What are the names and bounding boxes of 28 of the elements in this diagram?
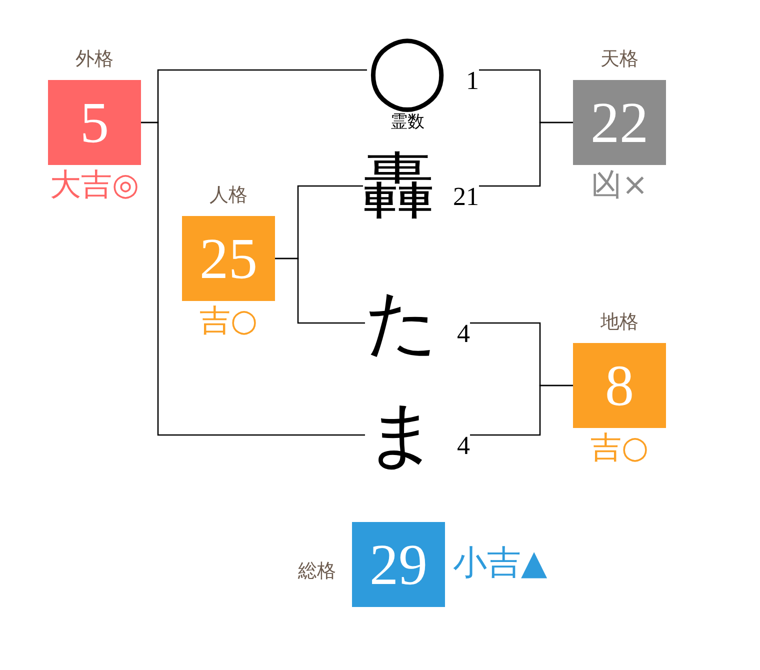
stroke-count: 21	[453, 183, 479, 211]
score-box: 25	[182, 216, 275, 301]
name-character: 轟	[363, 145, 435, 228]
name-character: た	[365, 282, 439, 365]
stroke-count: 4	[457, 432, 470, 460]
fortune-rating: 凶×	[591, 166, 648, 205]
category-label: 天格	[600, 47, 638, 72]
stroke-count: 1	[466, 67, 479, 95]
connector-line	[275, 258, 365, 324]
score-box: 22	[573, 80, 666, 165]
score-box: 8	[573, 343, 666, 428]
category-label: 総格	[298, 558, 336, 584]
fortune-rating: 吉○	[199, 302, 258, 341]
score-box: 29	[352, 522, 445, 607]
category-label: 外格	[76, 47, 114, 72]
name-character: ◯	[367, 29, 448, 113]
caption-label: 霊数	[390, 112, 424, 133]
fortune-rating: 小吉▲	[453, 542, 548, 582]
category-label: 地格	[600, 310, 638, 335]
category-label: 人格	[210, 183, 248, 208]
name-character: ま	[365, 394, 439, 477]
fortune-rating: 吉○	[590, 429, 649, 468]
connector-line	[141, 122, 365, 436]
fortune-rating: 大吉◎	[50, 166, 140, 205]
stroke-count: 4	[457, 320, 470, 348]
connector-line	[479, 122, 573, 187]
score-box: 5	[48, 80, 141, 165]
connector-line	[470, 384, 573, 436]
